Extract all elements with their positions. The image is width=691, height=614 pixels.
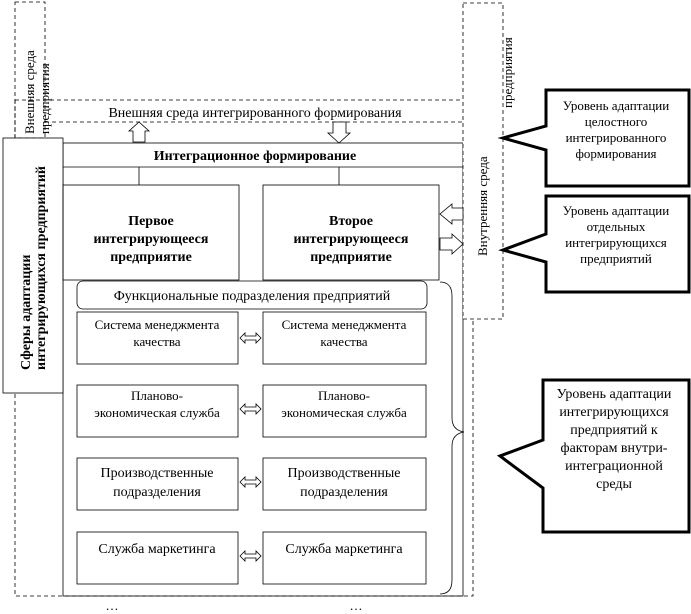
- right-brace: [439, 281, 465, 595]
- unit-1-exchange-arrow: [239, 332, 262, 344]
- callout-level-enterprises: [498, 194, 691, 294]
- callout-3-line6: среды: [596, 477, 632, 492]
- unit-row-3: Производственные подразделения Производс…: [76, 457, 427, 511]
- callout-2-line3: интегрирующихся: [565, 235, 667, 250]
- unit-left-1-line1: Система менеджмента: [95, 317, 220, 332]
- outer-env-integrated-label: Внешняя среда интегрированного формирова…: [108, 106, 402, 121]
- second-enterprise-box: [262, 184, 440, 281]
- up-arrow-left: [127, 121, 151, 143]
- first-enterprise-line1: Первое: [128, 214, 174, 229]
- ellipsis-right: …: [350, 598, 363, 613]
- unit-left-4-line1: Служба маркетинга: [98, 542, 216, 557]
- unit-right-4-line1: Служба маркетинга: [285, 542, 403, 557]
- callout-3-line1: Уровень адаптации: [557, 387, 672, 402]
- arrow-in-left: [439, 203, 464, 225]
- unit-right-1-line1: Система менеджмента: [282, 317, 407, 332]
- inner-env-label-line1: Внутренняя среда: [475, 156, 490, 256]
- second-enterprise-line1: Второе: [329, 214, 373, 229]
- integration-formation-label: Интеграционное формирование: [154, 149, 356, 164]
- callout-3-line4: факторам внутри-: [561, 441, 668, 456]
- unit-right-2-line1: Планово-: [318, 388, 370, 403]
- unit-4-exchange-arrow: [239, 550, 262, 562]
- callout-2-line2: отдельных: [587, 219, 646, 234]
- inner-env-label-line2: предприятия: [500, 37, 515, 108]
- outer-env-frame: [14, 1, 46, 139]
- spheres-label-line2: интегрирующихся предприятий: [34, 166, 49, 370]
- callout-1-line4: формирования: [575, 146, 656, 161]
- arrow-out-right: [439, 233, 464, 255]
- outer-env-label-line2: предприятия: [37, 63, 52, 134]
- unit-row-4: Служба маркетинга Служба маркетинга: [76, 531, 427, 585]
- unit-right-3-line1: Производственные: [287, 466, 400, 481]
- unit-left-3-line2: подразделения: [113, 485, 201, 500]
- callout-1-line1: Уровень адаптации: [563, 98, 669, 113]
- unit-left-1-line2: качества: [133, 334, 180, 349]
- functional-units-label: Функциональные подразделения предприятий: [114, 289, 391, 304]
- unit-right-2-line2: экономическая служба: [281, 405, 407, 420]
- callout-3-line2: интегрирующихся: [559, 405, 669, 420]
- unit-left-3-line1: Производственные: [100, 466, 213, 481]
- functional-units-box: [76, 280, 428, 310]
- callout-3-line3: предприятий к: [570, 423, 658, 438]
- callout-3-line5: интеграционной: [565, 459, 663, 474]
- callout-2-line4: предприятий: [580, 251, 652, 266]
- first-enterprise-line2: интегрирующееся: [94, 232, 209, 247]
- callout-1-line3: интегрированного: [566, 130, 667, 145]
- unit-left-2-line2: экономическая служба: [94, 405, 220, 420]
- inner-env-frame: [462, 2, 504, 320]
- second-enterprise-line2: интегрирующееся: [294, 232, 409, 247]
- unit-right-3-line2: подразделения: [300, 485, 388, 500]
- first-enterprise-box: [62, 184, 240, 281]
- unit-right-1-line2: качества: [320, 334, 367, 349]
- callout-1-line2: целостного: [585, 114, 647, 129]
- spheres-label-line1: Сферы адаптации: [19, 255, 34, 370]
- unit-row-1: Система менеджмента качества Система мен…: [76, 311, 427, 365]
- unit-left-2-line1: Планово-: [131, 388, 183, 403]
- unit-row-2: Планово- экономическая служба Планово- э…: [76, 384, 427, 438]
- outer-env-label-line1: Внешняя среда: [22, 50, 37, 134]
- callout-level-internal: [496, 378, 691, 534]
- first-enterprise-line3: предприятие: [110, 250, 192, 265]
- unit-3-exchange-arrow: [239, 476, 262, 488]
- second-enterprise-line3: предприятие: [310, 250, 392, 265]
- ellipsis-left: …: [106, 598, 119, 613]
- down-arrow-center: [326, 121, 352, 144]
- unit-2-exchange-arrow: [239, 403, 262, 415]
- spheres-box: [2, 137, 64, 394]
- callout-level-integrated: [497, 88, 691, 188]
- callout-2-line1: Уровень адаптации: [563, 203, 669, 218]
